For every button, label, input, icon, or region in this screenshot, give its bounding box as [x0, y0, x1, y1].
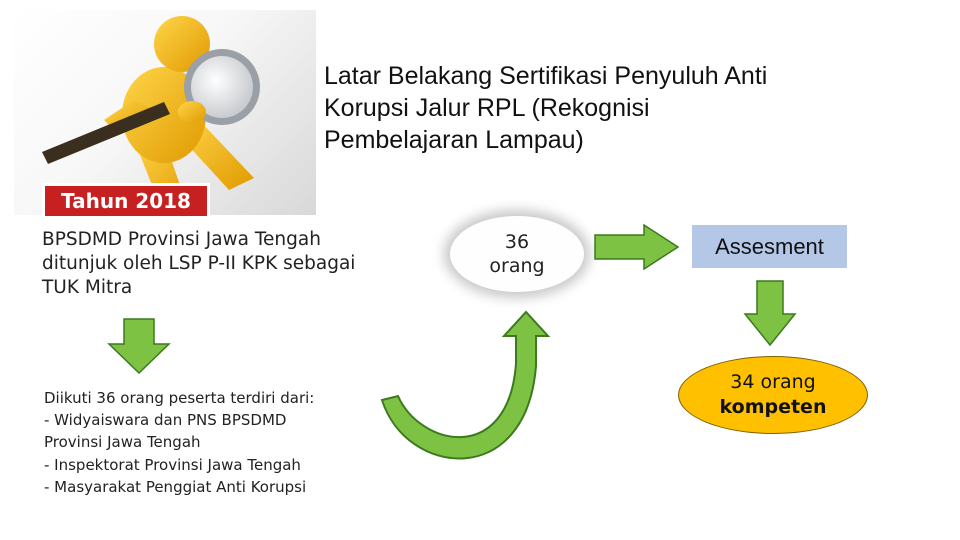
- title-line-1: Latar Belakang Sertifikasi Penyuluh Anti: [324, 60, 954, 92]
- competent-result-oval: 34 orang kompeten: [678, 356, 868, 434]
- appointment-line-1: BPSDMD Provinsi Jawa Tengah: [42, 228, 432, 252]
- participants-count-oval: 36 orang: [450, 216, 584, 292]
- participant-detail-text: Diikuti 36 orang peserta terdiri dari: -…: [44, 387, 384, 498]
- down-arrow-icon: [108, 318, 170, 374]
- participants-unit: orang: [489, 254, 544, 278]
- year-badge: Tahun 2018: [42, 183, 210, 219]
- down-arrow-icon: [744, 280, 796, 346]
- appointment-line-2: ditunjuk oleh LSP P-II KPK sebagai: [42, 252, 432, 276]
- title-line-3: Pembelajaran Lampau): [324, 124, 954, 156]
- page-title: Latar Belakang Sertifikasi Penyuluh Anti…: [324, 60, 954, 156]
- detail-line-1: Diikuti 36 orang peserta terdiri dari:: [44, 387, 384, 409]
- curved-arrow-icon: [376, 306, 566, 476]
- appointment-line-3: TUK Mitra: [42, 276, 432, 300]
- competent-count: 34 orang: [730, 370, 815, 395]
- title-line-2: Korupsi Jalur RPL (Rekognisi: [324, 92, 954, 124]
- participants-count: 36: [505, 230, 529, 254]
- detail-line-2: - Widyaiswara dan PNS BPSDMD: [44, 409, 384, 431]
- appointment-text: BPSDMD Provinsi Jawa Tengah ditunjuk ole…: [42, 228, 432, 300]
- detail-line-3: Provinsi Jawa Tengah: [44, 431, 384, 453]
- detail-line-5: - Masyarakat Penggiat Anti Korupsi: [44, 476, 384, 498]
- competent-status: kompeten: [720, 395, 827, 420]
- assessment-box: Assesment: [692, 225, 847, 268]
- right-arrow-icon: [594, 224, 680, 270]
- detail-line-4: - Inspektorat Provinsi Jawa Tengah: [44, 454, 384, 476]
